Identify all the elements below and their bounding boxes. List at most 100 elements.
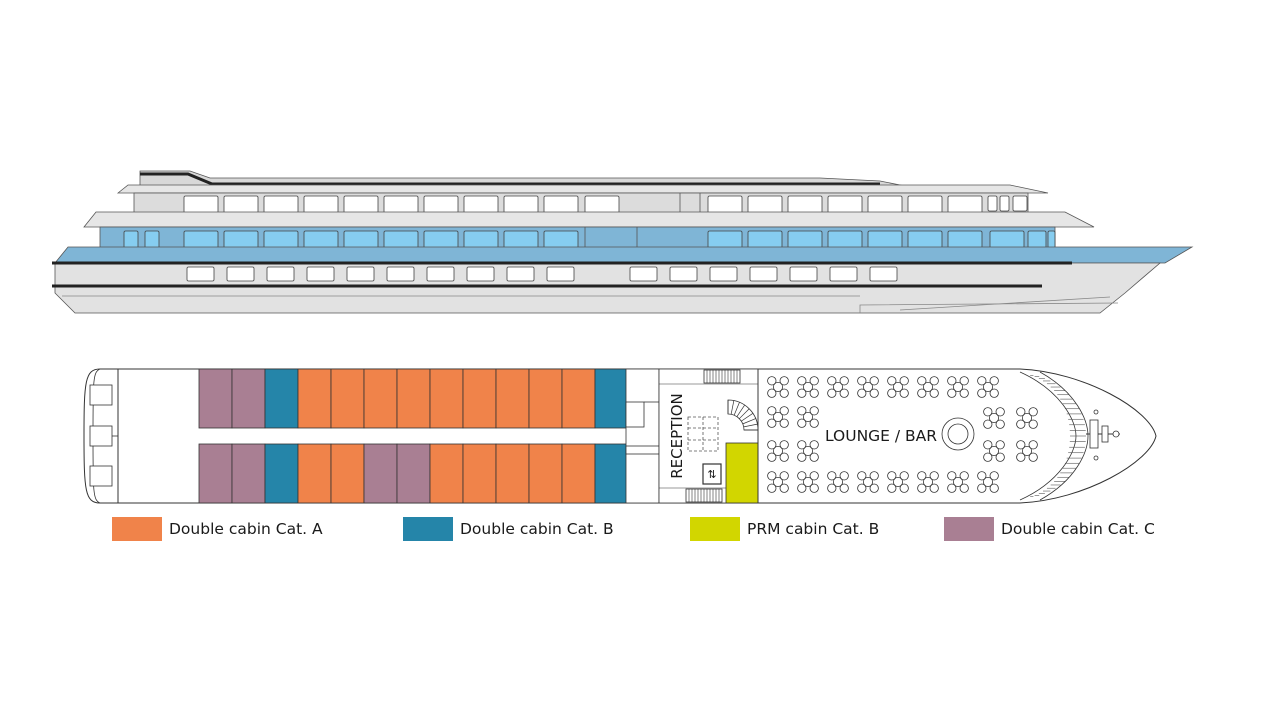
table-with-chairs bbox=[1016, 407, 1038, 429]
cabin-cat-c bbox=[231, 368, 266, 429]
window bbox=[987, 195, 998, 212]
table-with-chairs bbox=[947, 376, 969, 398]
window bbox=[223, 195, 259, 214]
cabin-cat-a bbox=[429, 368, 464, 429]
table-with-chairs bbox=[887, 471, 909, 493]
window bbox=[747, 230, 783, 249]
window bbox=[989, 230, 1025, 249]
window bbox=[386, 266, 415, 282]
cabin-cat-c bbox=[396, 443, 431, 504]
upper-deck-windows bbox=[183, 195, 1028, 214]
window bbox=[183, 230, 219, 249]
cabin-cat-a bbox=[429, 443, 464, 504]
cabin-cat-a bbox=[462, 368, 497, 429]
window bbox=[947, 230, 983, 249]
window bbox=[669, 266, 698, 282]
legend-item-prm-b: PRM cabin Cat. B bbox=[690, 515, 879, 543]
table-with-chairs bbox=[767, 440, 789, 462]
window bbox=[266, 266, 295, 282]
cabin-cat-a bbox=[330, 368, 365, 429]
legend-swatch-cat-a bbox=[112, 517, 162, 541]
window bbox=[867, 195, 903, 214]
window bbox=[787, 230, 823, 249]
cabin-cat-a bbox=[528, 443, 563, 504]
legend-swatch-cat-c bbox=[944, 517, 994, 541]
deck-plan: ⇅ RECEPTION LOUNGE / BAR bbox=[83, 368, 1157, 504]
legend-label-cat-c: Double cabin Cat. C bbox=[1001, 520, 1155, 538]
window bbox=[543, 230, 579, 249]
window bbox=[789, 266, 818, 282]
window bbox=[869, 266, 898, 282]
window bbox=[749, 266, 778, 282]
cabin-row-starboard bbox=[198, 443, 629, 504]
lounge-tables bbox=[767, 376, 1038, 493]
table-with-chairs bbox=[797, 471, 819, 493]
window bbox=[907, 230, 943, 249]
table-with-chairs bbox=[917, 471, 939, 493]
window bbox=[1047, 230, 1056, 249]
window bbox=[426, 266, 455, 282]
legend-item-cat-c: Double cabin Cat. C bbox=[944, 515, 1155, 543]
lower-deck-portholes bbox=[186, 266, 898, 282]
table-with-chairs bbox=[983, 440, 1005, 462]
cabin-cat-a bbox=[297, 443, 332, 504]
legend-item-cat-b: Double cabin Cat. B bbox=[403, 515, 614, 543]
cabin-cat-a bbox=[330, 443, 365, 504]
middle-deck-windows bbox=[123, 230, 1056, 249]
window bbox=[503, 195, 539, 214]
window bbox=[747, 195, 783, 214]
legend-item-cat-a: Double cabin Cat. A bbox=[112, 515, 323, 543]
cabin-cat-c bbox=[363, 443, 398, 504]
window bbox=[306, 266, 335, 282]
window bbox=[546, 266, 575, 282]
window bbox=[423, 230, 459, 249]
window bbox=[423, 195, 459, 214]
elevator-icon: ⇅ bbox=[707, 468, 716, 481]
legend-swatch-cat-b bbox=[403, 517, 453, 541]
window bbox=[186, 266, 215, 282]
cabin-cat-a bbox=[297, 368, 332, 429]
cabin-cat-c bbox=[198, 368, 233, 429]
table-with-chairs bbox=[887, 376, 909, 398]
cabin-cat-a bbox=[528, 368, 563, 429]
window bbox=[226, 266, 255, 282]
cabin-cat-b bbox=[594, 443, 629, 504]
window bbox=[707, 230, 743, 249]
window bbox=[303, 230, 339, 249]
cabin-cat-b bbox=[594, 368, 629, 429]
cabin-cat-b bbox=[264, 443, 299, 504]
table-with-chairs bbox=[977, 376, 999, 398]
legend-label-prm-b: PRM cabin Cat. B bbox=[747, 520, 880, 538]
table-with-chairs bbox=[767, 376, 789, 398]
window bbox=[383, 195, 419, 214]
cabin-row-port bbox=[198, 368, 629, 429]
ship-side-profile bbox=[52, 170, 1194, 314]
lounge-label: LOUNGE / BAR bbox=[825, 427, 937, 445]
table-with-chairs bbox=[983, 407, 1005, 429]
window bbox=[1027, 230, 1047, 249]
window bbox=[867, 230, 903, 249]
table-with-chairs bbox=[827, 471, 849, 493]
window bbox=[709, 266, 738, 282]
window bbox=[263, 230, 299, 249]
window bbox=[343, 230, 379, 249]
window bbox=[506, 266, 535, 282]
cabin-cat-a bbox=[396, 368, 431, 429]
legend-swatch-prm-b bbox=[690, 517, 740, 541]
cabin-cat-a bbox=[495, 368, 530, 429]
staircase bbox=[703, 369, 741, 384]
window bbox=[144, 230, 160, 249]
anchor-winch bbox=[1086, 409, 1120, 461]
window bbox=[787, 195, 823, 214]
legend: Double cabin Cat. A Double cabin Cat. B … bbox=[0, 515, 1280, 543]
staircase bbox=[685, 488, 723, 503]
window bbox=[383, 230, 419, 249]
cabin-cat-a bbox=[561, 368, 596, 429]
legend-label-cat-a: Double cabin Cat. A bbox=[169, 520, 323, 538]
window bbox=[1012, 195, 1028, 212]
window bbox=[947, 195, 983, 214]
cabin-cat-b bbox=[264, 368, 299, 429]
cabin-cat-c bbox=[231, 443, 266, 504]
window bbox=[999, 195, 1010, 212]
